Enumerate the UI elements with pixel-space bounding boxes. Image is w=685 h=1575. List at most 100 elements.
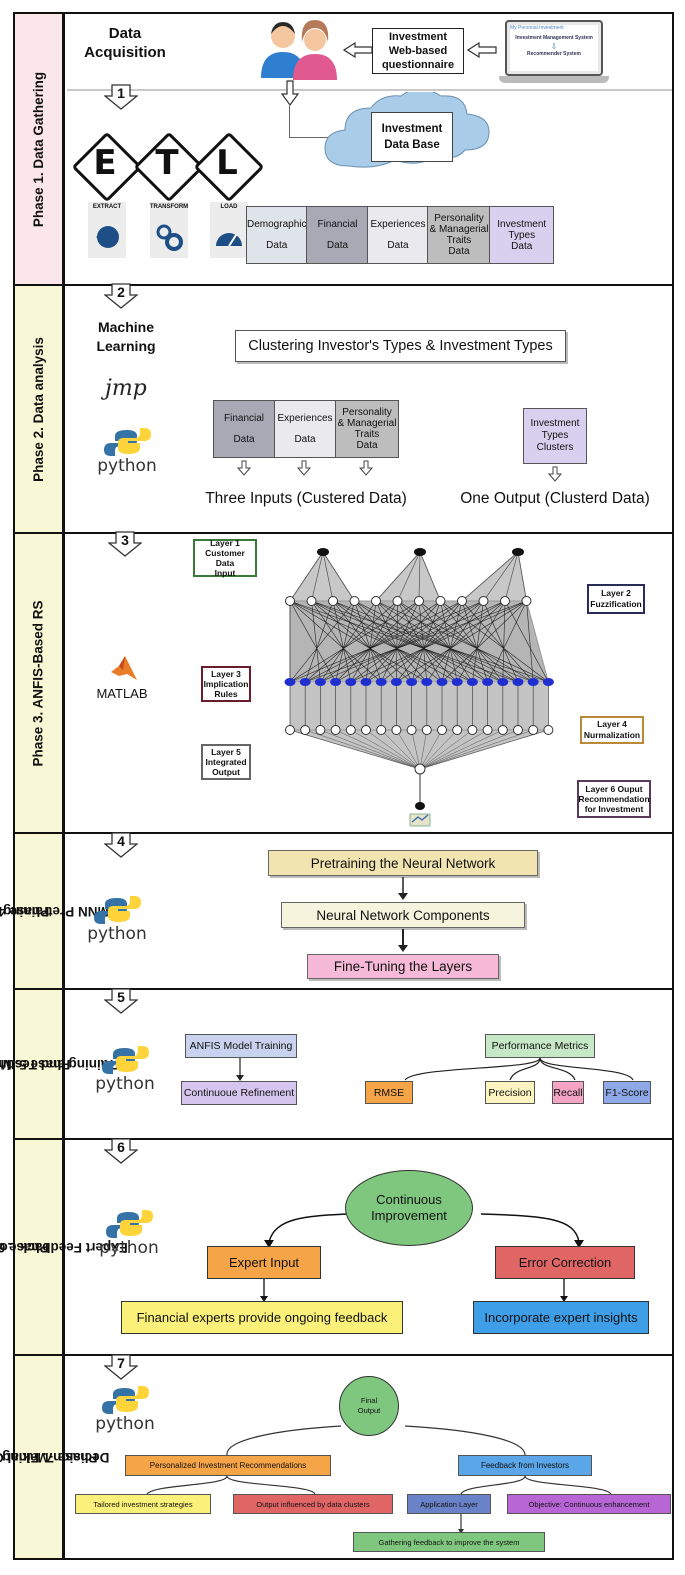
- python-icon: [106, 1210, 153, 1238]
- python-logo-phase5: python: [95, 1046, 155, 1094]
- down-arrow-output: [547, 466, 563, 482]
- anfis-norm-node: [315, 725, 326, 735]
- machine-learning-title: Machine Learning: [96, 319, 156, 354]
- etl-extract: E EXTRACT: [71, 131, 143, 260]
- phase-3-label-text: Phase 3. ANFIS-Based RS: [31, 599, 46, 767]
- anfis-edge: [419, 551, 441, 602]
- phase-5-label-text: Phase 5. Model Training and Testing: [0, 1056, 122, 1072]
- feedback-loop-lines: [264, 1213, 584, 1248]
- phase-2-label-text: Phase 2. Data analysis: [31, 336, 46, 482]
- personalized-recommendations-box: Personalized Investment Recommendations: [125, 1455, 331, 1476]
- nn-components-box: Neural Network Components: [281, 902, 525, 928]
- anfis-edge: [381, 729, 421, 770]
- phase-5-label: Phase 5. Model Training and Testing: [0, 990, 122, 1138]
- down-arrows-inputs: [236, 460, 374, 476]
- anfis-edge: [311, 600, 321, 683]
- anfis-norm-node: [543, 725, 554, 735]
- anfis-rule-node: [512, 678, 524, 686]
- anfis-rule-node: [421, 678, 433, 686]
- anfis-edge: [289, 600, 336, 683]
- step-number-7: 7: [104, 1354, 138, 1380]
- final-output-tree-lines: [146, 1425, 612, 1534]
- anfis-edge: [289, 600, 355, 683]
- phase-6-label-text: Phase 6. Expert Feedback Loop: [0, 1239, 128, 1255]
- anfis-mf-node: [414, 596, 424, 606]
- output-influenced-box: Output influenced by data clusters: [233, 1494, 393, 1514]
- f1-score-box: F1-Score: [603, 1081, 651, 1104]
- python-logo-phase6: python: [99, 1210, 159, 1258]
- phase-4-label: Phase 4. MNN Pretraining: [0, 834, 108, 988]
- anfis-mf-node: [521, 596, 532, 606]
- anfis-edge: [375, 551, 421, 602]
- anfis-norm-node: [421, 725, 432, 735]
- etl-label-extract: EXTRACT: [92, 204, 122, 210]
- anfis-rule-node: [451, 678, 463, 686]
- laptop-header: My Personal Investment: [510, 25, 564, 31]
- anfis-mf-node: [392, 596, 403, 606]
- arrow-left-icon-2: [467, 42, 497, 58]
- anfis-edge: [365, 729, 421, 770]
- anfis-edge: [365, 600, 377, 683]
- jmp-logo: jmp: [105, 376, 147, 401]
- anfis-rule-node: [299, 678, 311, 686]
- anfis-edge: [320, 729, 421, 770]
- anfis-rule-node: [436, 678, 448, 686]
- anfis-norm-node: [497, 725, 508, 735]
- anfis-edge: [419, 729, 473, 770]
- anfis-training-box: ANFIS Model Training: [185, 1034, 297, 1058]
- anfis-edge: [350, 600, 463, 683]
- step-number-6: 6: [104, 1138, 138, 1164]
- anfis-output-node: [415, 802, 425, 810]
- python-logo-phase2: python: [97, 428, 157, 476]
- python-icon: [102, 1386, 149, 1414]
- anfis-edge: [350, 600, 398, 683]
- anfis-norm-node: [452, 725, 463, 735]
- step-number-5: 5: [104, 988, 138, 1014]
- anfis-edge: [419, 729, 549, 770]
- etl-label-load: LOAD: [220, 204, 238, 210]
- etl-label-transform: TRANSFORM: [149, 204, 189, 210]
- etl-transform: T TRANSFORM: [133, 131, 205, 260]
- anfis-input-node: [414, 548, 426, 556]
- anfis-input-fan: [460, 551, 528, 602]
- anfis-edge: [289, 729, 421, 770]
- anfis-edge: [397, 551, 421, 602]
- expert-input-box: Expert Input: [207, 1246, 321, 1279]
- anfis-edge: [418, 551, 421, 602]
- anfis-rule-node: [406, 678, 418, 686]
- precision-box: Precision: [485, 1081, 535, 1104]
- divider-line: [67, 89, 672, 91]
- phase-7-section: Phase 7. Final Output & Decision-Making …: [0, 1354, 674, 1560]
- anfis-edge: [419, 729, 534, 770]
- anfis-mf-node: [457, 596, 467, 606]
- anfis-norm-node: [391, 725, 402, 735]
- anfis-norm-band: [290, 682, 549, 730]
- anfis-edge: [461, 551, 519, 602]
- anfis-edge: [320, 600, 377, 683]
- anfis-norm-node: [285, 725, 295, 735]
- three-inputs-label: Three Inputs (Custered Data): [205, 490, 407, 507]
- gears-icon: [156, 224, 183, 251]
- phase-6-label: Phase 6. Expert Feedback Loop: [0, 1140, 128, 1354]
- laptop-icon: My Personal Investment Investment Manage…: [499, 20, 609, 86]
- step-number-4: 4: [104, 832, 138, 858]
- metrics-tree-lines: [404, 1057, 634, 1081]
- anfis-input-node: [512, 548, 524, 556]
- error-correction-box: Error Correction: [495, 1246, 635, 1279]
- anfis-mf-node: [306, 596, 317, 606]
- phase-7-label: Phase 7. Final Output & Decision-Making: [0, 1356, 109, 1558]
- anfis-edge: [335, 600, 420, 683]
- anfis-rule-node: [284, 678, 296, 686]
- recall-box: Recall: [552, 1081, 584, 1104]
- arrow-down-icon: [281, 80, 299, 106]
- anfis-input-fan: [374, 551, 442, 602]
- anfis-edge: [304, 600, 334, 683]
- arrow-left-icon: [343, 42, 373, 58]
- anfis-rule-node: [375, 678, 387, 686]
